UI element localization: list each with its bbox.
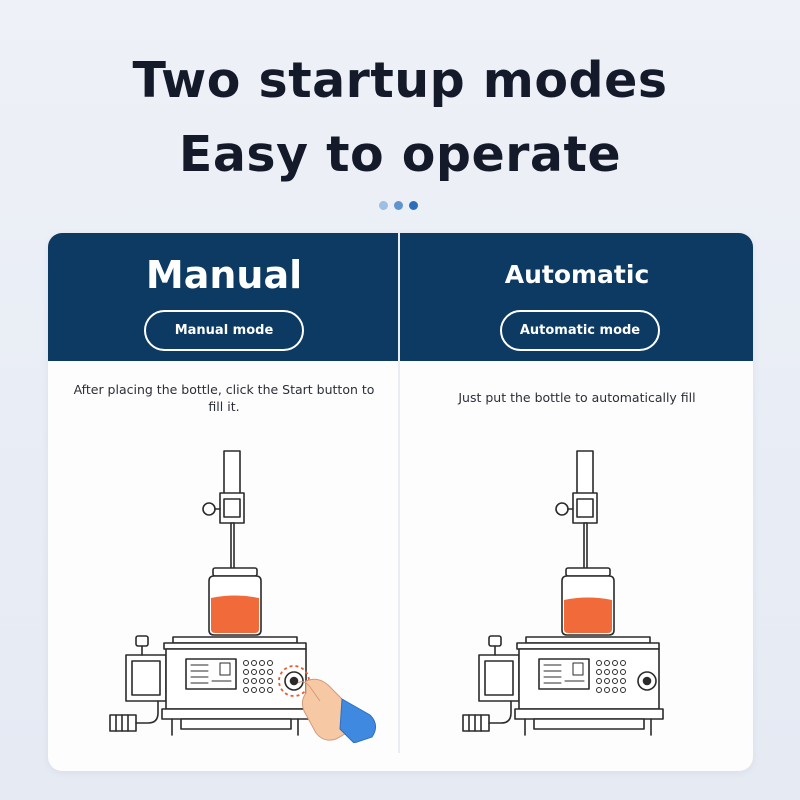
orange-liquid: [211, 595, 259, 633]
display-readout: [190, 662, 232, 684]
automatic-title: Automatic: [504, 260, 650, 289]
manual-title: Manual: [145, 253, 303, 297]
carousel-dot-1[interactable]: [379, 201, 388, 210]
carousel-dot-2[interactable]: [394, 201, 403, 210]
keypad: [243, 660, 273, 693]
automatic-mode-column: Automatic Automatic mode Just put the bo…: [401, 233, 753, 771]
manual-mode-column: Manual Manual mode After placing the bot…: [48, 233, 400, 771]
automatic-mode-button[interactable]: Automatic mode: [500, 310, 660, 351]
manual-mode-button[interactable]: Manual mode: [144, 310, 304, 351]
keypad: [596, 660, 626, 693]
display-readout: [543, 662, 585, 684]
carousel-dots[interactable]: [379, 201, 418, 210]
automatic-filling-machine-illustration: [462, 450, 664, 736]
carousel-dot-3[interactable]: [409, 201, 418, 210]
headline-line-1: Two startup modes: [132, 52, 668, 109]
card-header: [48, 233, 753, 361]
filling-machine: [109, 450, 311, 736]
manual-filling-machine-illustration: [109, 450, 376, 743]
headline: Two startup modes Easy to operate: [0, 44, 800, 192]
orange-liquid: [564, 597, 612, 633]
filling-machine: [462, 450, 664, 736]
automatic-description: Just put the bottle to automatically fil…: [458, 390, 696, 405]
column-divider: [398, 233, 400, 753]
modes-card: Manual Manual mode After placing the bot…: [48, 233, 753, 771]
pointing-hand-icon: [297, 678, 376, 743]
headline-line-2: Easy to operate: [178, 126, 622, 183]
manual-description: After placing the bottle, click the Star…: [73, 382, 375, 414]
